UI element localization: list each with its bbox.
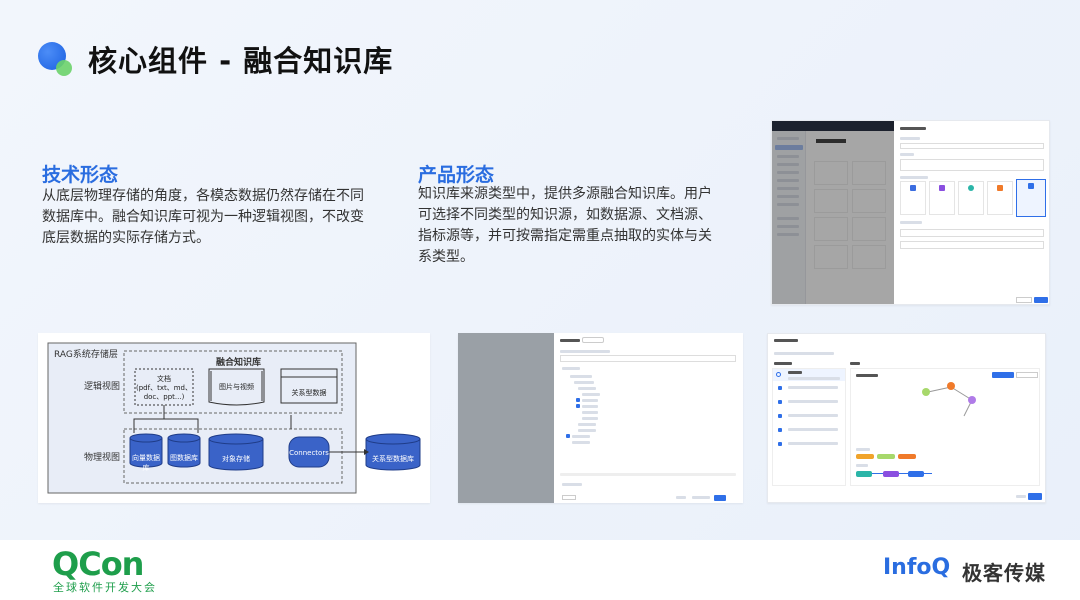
tech-heading: 技术形态 <box>42 164 119 186</box>
qcon-subtitle: 全球软件开发大会 <box>53 581 157 594</box>
schema-graph-icon <box>922 382 976 417</box>
infoq-cn-label: 极客传媒 <box>962 561 1046 585</box>
vector-db-label: 向量数据库 <box>132 454 160 472</box>
physical-view-label: 物理视图 <box>84 453 121 463</box>
product-body: 知识库来源类型中，提供多源融合知识库。用户可选择不同类型的知识源，如数据源、文档… <box>418 186 712 265</box>
logical-view-label: 逻辑视图 <box>84 382 121 392</box>
doc-label: 文档 (pdf、txt、md、doc、ppt...) <box>136 375 192 401</box>
source-select-screenshot <box>458 333 743 503</box>
storage-diagram-svg <box>47 342 421 494</box>
schema-config-screenshot <box>767 333 1046 503</box>
title-accent-dot-icon <box>56 60 72 76</box>
kb-ui-screenshot <box>771 120 1050 305</box>
image-video-label: 图片与视频 <box>219 383 254 391</box>
graph-db-label: 图数据库 <box>170 454 198 462</box>
diagram-kb-label: 融合知识库 <box>216 358 262 368</box>
footer <box>0 540 1080 600</box>
object-storage-label: 对象存储 <box>222 455 250 463</box>
relational-db-label: 关系型数据库 <box>372 455 414 463</box>
relational-data-label: 关系型数据 <box>291 389 327 397</box>
qcon-logo: QCon <box>52 545 144 583</box>
storage-diagram: RAG系统存储层 融合知识库 逻辑视图 物理视图 文档 (pdf、txt、md、… <box>38 333 430 503</box>
page-title: 核心组件 - 融合知识库 <box>88 44 394 78</box>
connectors-label: Connectors <box>289 449 329 457</box>
tech-body: 从底层物理存储的角度，各模态数据仍然存储在不同数据库中。融合知识库可视为一种逻辑… <box>42 188 364 246</box>
product-heading: 产品形态 <box>418 164 495 186</box>
diagram-outer-label: RAG系统存储层 <box>54 350 118 360</box>
infoq-logo: InfoQ <box>883 555 951 580</box>
